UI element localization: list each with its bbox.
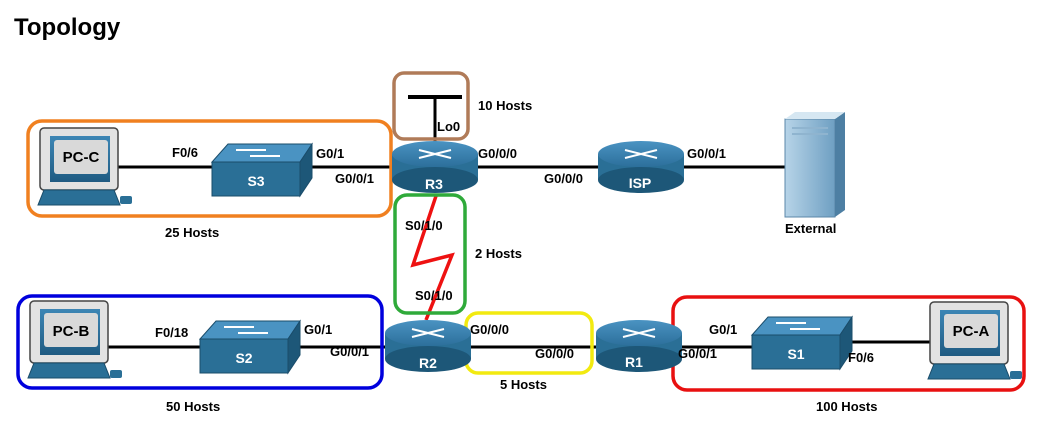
interface-label: G0/0/0 <box>470 322 509 337</box>
interface-label: G0/1 <box>304 322 332 337</box>
pc-c-lan-outline <box>26 119 393 218</box>
pc-icon[interactable] <box>37 127 132 206</box>
interface-label: S0/1/0 <box>405 218 443 233</box>
interface-label: Lo0 <box>437 119 460 134</box>
device-label-s3: S3 <box>247 173 264 189</box>
interface-labels: F0/6 G0/1 G0/0/1 G0/0/0 G0/0/0 G0/0/1 Lo… <box>155 119 874 365</box>
interface-label: F0/18 <box>155 325 188 340</box>
device-label-r1: R1 <box>625 354 643 370</box>
device-label-r3: R3 <box>425 176 443 192</box>
network-outlines <box>16 71 1026 392</box>
pc-b-lan-outline <box>16 294 384 390</box>
interface-label: G0/1 <box>709 322 737 337</box>
interface-label: G0/0/0 <box>535 346 574 361</box>
host-count-label: 100 Hosts <box>816 399 877 414</box>
device-label-isp: ISP <box>629 175 652 191</box>
server-icon[interactable] <box>784 112 845 218</box>
lo0-outline <box>392 71 470 141</box>
host-count-label: 5 Hosts <box>500 377 547 392</box>
interface-label: G0/0/0 <box>478 146 517 161</box>
host-count-label: 25 Hosts <box>165 225 219 240</box>
switch-icon[interactable] <box>750 315 853 371</box>
interface-label: F0/6 <box>848 350 874 365</box>
pc-icon[interactable] <box>927 301 1022 380</box>
interface-label: S0/1/0 <box>415 288 453 303</box>
interface-label: G0/0/1 <box>687 146 726 161</box>
serial-outline <box>393 193 467 315</box>
device-label-pc-a: PC-A <box>953 323 990 340</box>
page-title: Topology <box>14 14 121 41</box>
device-label-r2: R2 <box>419 355 437 371</box>
host-labels: 10 Hosts 25 Hosts 2 Hosts 50 Hosts 5 Hos… <box>165 98 877 414</box>
interface-label: G0/1 <box>316 146 344 161</box>
host-count-label: 10 Hosts <box>478 98 532 113</box>
interface-label: G0/0/0 <box>544 171 583 186</box>
host-count-label: 50 Hosts <box>166 399 220 414</box>
interface-label: F0/6 <box>172 145 198 160</box>
interface-label: G0/0/1 <box>678 346 717 361</box>
device-label-pc-b: PC-B <box>53 323 90 340</box>
links <box>108 96 935 349</box>
device-label-s2: S2 <box>235 350 252 366</box>
router-icon[interactable] <box>392 141 478 193</box>
device-label-s1: S1 <box>787 346 804 362</box>
interface-label: G0/0/1 <box>335 171 374 186</box>
router-icon[interactable] <box>385 320 471 372</box>
serial-link-icon <box>410 195 455 321</box>
router-icon[interactable] <box>598 141 684 193</box>
device-label-pc-c: PC-C <box>63 149 100 166</box>
interface-label: G0/0/1 <box>330 344 369 359</box>
host-count-label: 2 Hosts <box>475 246 522 261</box>
device-label-external: External <box>785 221 836 236</box>
pc-icon[interactable] <box>27 300 122 379</box>
switch-icon[interactable] <box>198 319 301 375</box>
switch-icon[interactable] <box>210 142 313 198</box>
router-icon[interactable] <box>596 320 682 372</box>
